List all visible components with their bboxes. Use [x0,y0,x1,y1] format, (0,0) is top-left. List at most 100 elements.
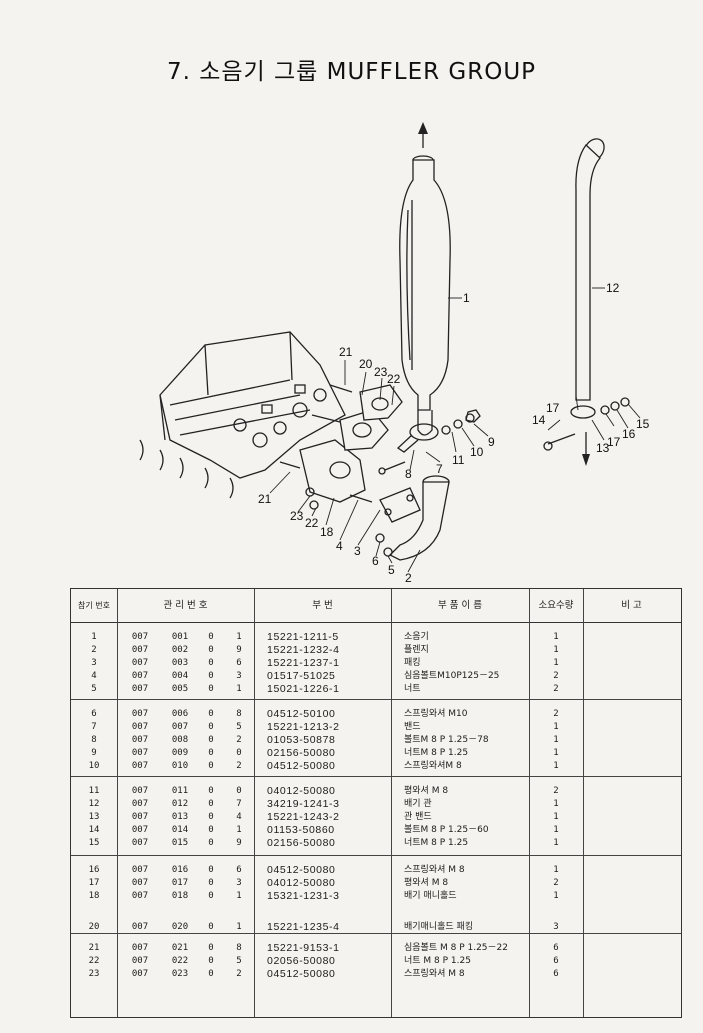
muffler-part-1 [399,122,451,436]
callout-15: 15 [636,417,650,431]
cell-ref: 21 [88,943,100,953]
cell-b: 017 [171,878,189,888]
callout-11: 11 [452,453,465,467]
cell-part: 04012-50080 [267,877,336,889]
cell-qty: 1 [553,632,559,642]
cell-ref: 7 [91,722,97,732]
cell-name: 평와셔 M 8 [404,878,449,888]
cell-name: 너트M 8 P 1.25 [404,748,469,758]
cell-d: 1 [236,632,242,642]
cell-c: 0 [208,865,214,875]
cell-c: 0 [208,891,214,901]
cell-ref: 6 [91,709,97,719]
table-header: 참기 번호 관 리 번 호 부 번 부 품 이 름 소요수량 비 고 [71,589,681,623]
cell-name: 평와셔 M 8 [404,786,449,796]
cell-b: 018 [171,891,189,901]
cell-part: 15221-9153-1 [267,942,340,954]
cell-name: 너트M 8 P 1.25 [404,838,469,848]
cell-a: 007 [131,645,149,655]
callout-23-top: 23 [374,365,388,379]
callout-17-right: 17 [607,435,621,449]
cell-part: 01053-50878 [267,734,336,746]
cell-d: 5 [236,956,242,966]
cell-d: 4 [236,812,242,822]
cell-qty: 1 [553,891,559,901]
callout-21-bottom: 21 [258,492,272,506]
cell-qty: 2 [553,878,559,888]
cell-b: 007 [171,722,189,732]
cell-c: 0 [208,922,214,932]
cell-part: 15021-1226-1 [267,683,340,695]
cell-ref: 10 [88,761,100,771]
callout-22-top: 22 [387,372,401,386]
header-part-name: 부 품 이 름 [437,600,483,611]
cell-name: 스프링와셔 M 8 [404,969,465,979]
cell-ref: 14 [88,825,100,835]
exhaust-elbow-part-2 [379,475,450,561]
callout-9: 9 [488,435,495,449]
cell-name: 밴드 [404,722,421,732]
header-ref-number: 참기 번호 [78,601,110,610]
cell-name: 너트 M 8 P 1.25 [404,956,471,966]
cell-c: 0 [208,825,214,835]
cell-a: 007 [131,891,149,901]
cell-c: 0 [208,786,214,796]
callout-14: 14 [532,413,546,427]
cell-qty: 1 [553,748,559,758]
header-quantity: 소요수량 [538,600,574,611]
cell-d: 7 [236,799,242,809]
cell-a: 007 [131,812,149,822]
cell-c: 0 [208,735,214,745]
callout-6: 6 [372,554,379,568]
cell-b: 006 [171,709,189,719]
fasteners [279,384,481,557]
cell-b: 022 [171,956,189,966]
cell-b: 014 [171,825,189,835]
cell-qty: 1 [553,722,559,732]
cell-c: 0 [208,684,214,694]
cell-c: 0 [208,722,214,732]
callout-7: 7 [436,462,443,476]
callout-3: 3 [354,544,361,558]
cell-ref: 4 [91,671,97,681]
cell-part: 15221-1243-2 [267,811,340,823]
cell-b: 002 [171,645,189,655]
cell-d: 5 [236,722,242,732]
callout-17-left: 17 [546,401,560,415]
cell-ref: 15 [88,838,100,848]
cell-a: 007 [131,956,149,966]
cell-name: 스프링와셔M 8 [404,761,462,771]
cell-name: 플렌지 [404,645,429,655]
cell-d: 8 [236,943,242,953]
cell-a: 007 [131,865,149,875]
cell-part: 15221-1211-5 [267,631,339,643]
cell-part: 01153-50860 [267,824,335,836]
callout-23-bottom: 23 [290,509,304,523]
header-part-number: 부 번 [312,600,333,611]
cell-a: 007 [131,761,149,771]
cell-d: 1 [236,922,242,932]
exhaust-manifold-part-18 [299,384,403,503]
cell-name: 스프링와셔 M 8 [404,865,465,875]
cell-name: 심음볼트 M 8 P 1.25－22 [404,943,508,953]
cell-part: 02056-50080 [267,955,336,967]
cell-a: 007 [131,799,149,809]
engine-block [139,331,346,499]
cell-ref: 3 [91,658,97,668]
cell-name: 배기 매니홀드 [404,891,457,901]
cell-c: 0 [208,709,214,719]
cell-part: 15221-1237-1 [267,657,340,669]
